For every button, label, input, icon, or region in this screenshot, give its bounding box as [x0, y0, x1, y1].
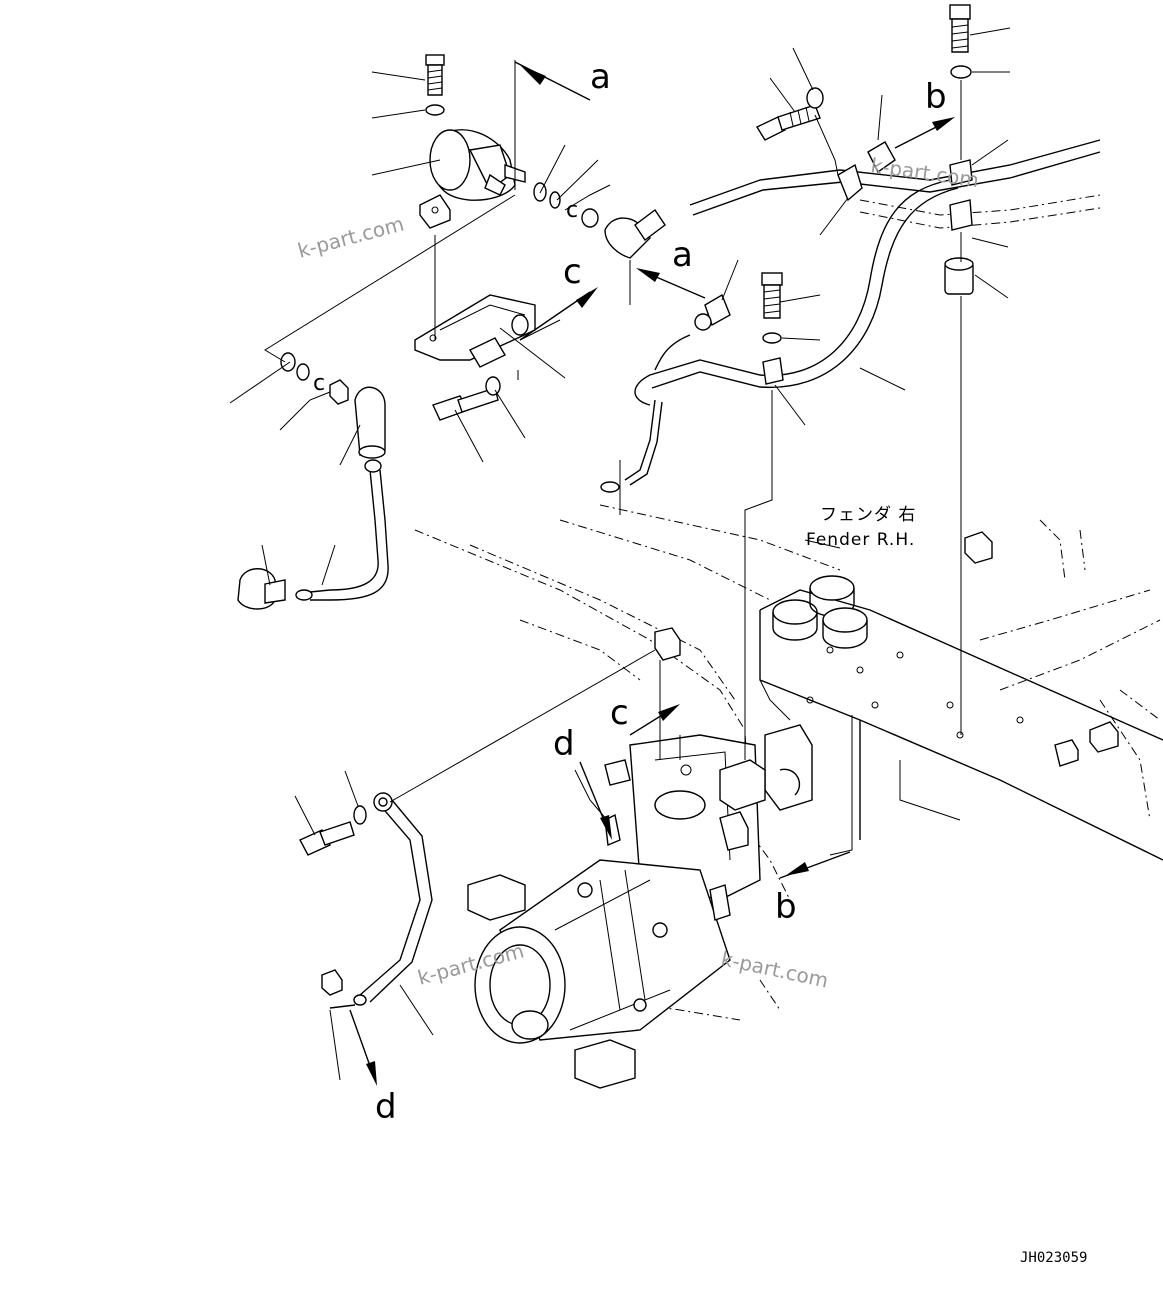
chassis-frame: [414, 504, 1163, 1021]
lower-left-bolt: [299, 805, 367, 996]
label-c-mid: c: [563, 252, 582, 292]
starter-motor-assembly: [467, 724, 813, 1089]
reference-labels: a a b b c c c c d d フェンダ 右 Fender R.H. k…: [295, 57, 1087, 1266]
label-a-top: a: [590, 57, 611, 97]
leader-lines: [229, 27, 1011, 1081]
label-c-lower: c: [610, 693, 629, 733]
starter-relay-assembly: [237, 54, 731, 610]
watermark-4: k-part.com: [719, 946, 831, 992]
drawing-code: JH023059: [1020, 1250, 1087, 1266]
direction-arrows: [349, 61, 955, 1086]
upper-right-hardware: [755, 4, 974, 385]
cables: [295, 139, 1101, 1009]
fender-label-jp: フェンダ 右: [820, 505, 916, 525]
label-b-bottom: b: [775, 887, 797, 927]
label-d-upper: d: [553, 724, 575, 764]
label-c-washer-1: c: [566, 198, 578, 223]
frame-clip-blocks: [654, 531, 1119, 767]
label-a-mid: a: [672, 235, 693, 275]
fender-label-en: Fender R.H.: [806, 530, 915, 550]
label-c-washer-2: c: [313, 371, 325, 396]
label-b-top: b: [925, 77, 947, 117]
label-d-lower: d: [375, 1087, 397, 1127]
frame-bolts: [772, 575, 868, 649]
watermark-1: k-part.com: [295, 211, 406, 262]
